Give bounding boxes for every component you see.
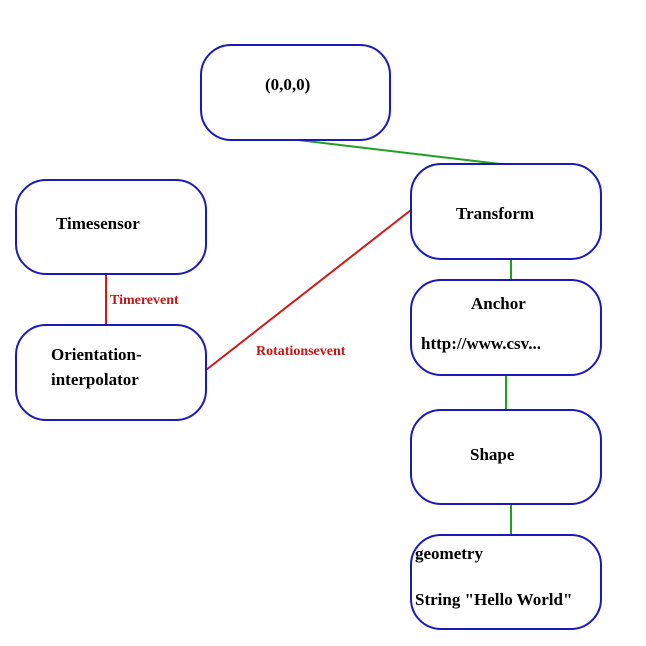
edge-label-timerevent: Timerevent — [110, 293, 179, 308]
node-anchor-label: Anchor — [471, 294, 526, 313]
node-geometry-value: String "Hello World" — [415, 590, 572, 609]
node-shape-label: Shape — [470, 445, 515, 464]
node-origin-label: (0,0,0) — [265, 75, 310, 94]
node-timesensor: Timesensor — [15, 179, 207, 275]
node-orientation-label-line2: interpolator — [51, 370, 139, 389]
node-orientation-interpolator: Orientation- interpolator — [15, 324, 207, 421]
node-geometry-label: geometry — [415, 544, 483, 563]
edge-label-rotationsevent: Rotationsevent — [256, 344, 346, 359]
node-origin: (0,0,0) — [200, 44, 391, 141]
edge-rotationsevent — [205, 209, 412, 371]
node-transform-label: Transform — [456, 204, 534, 223]
node-shape: Shape — [410, 409, 602, 505]
node-timesensor-label: Timesensor — [56, 214, 140, 233]
node-orientation-label-line1: Orientation- — [51, 345, 142, 364]
node-transform: Transform — [410, 163, 602, 260]
edge-origin-transform — [297, 139, 501, 165]
node-anchor: Anchor http://www.csv... — [410, 279, 602, 376]
node-anchor-url: http://www.csv... — [421, 334, 541, 353]
node-geometry: geometry String "Hello World" — [410, 534, 602, 630]
